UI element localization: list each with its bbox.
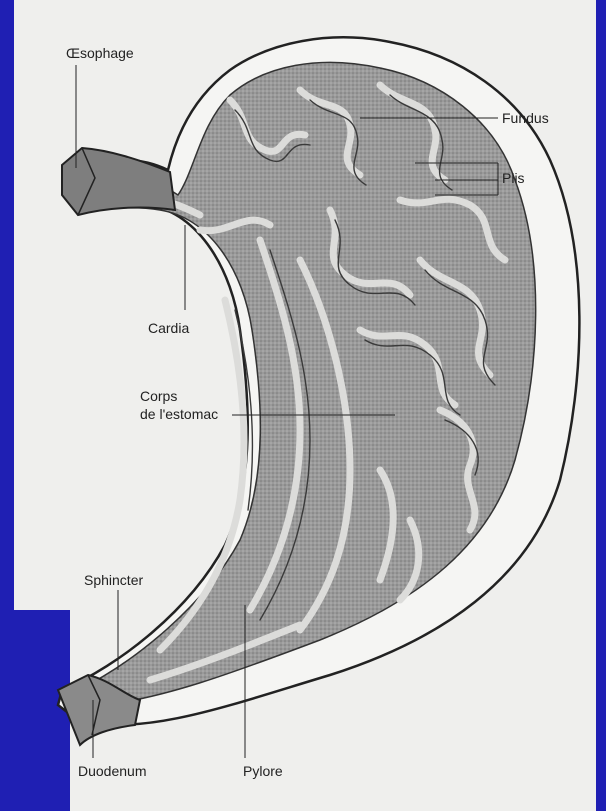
label-fundus: Fundus xyxy=(502,110,549,126)
label-sphincter: Sphincter xyxy=(84,572,143,588)
label-pylore: Pylore xyxy=(243,763,283,779)
label-corps-line2: de l'estomac xyxy=(140,406,218,422)
label-oesophage: Œsophage xyxy=(66,45,134,61)
label-plis: Plis xyxy=(502,170,525,186)
label-corps-line1: Corps xyxy=(140,388,177,404)
label-duodenum: Duodenum xyxy=(78,763,147,779)
oesophagus xyxy=(62,148,175,215)
label-cardia: Cardia xyxy=(148,320,189,336)
